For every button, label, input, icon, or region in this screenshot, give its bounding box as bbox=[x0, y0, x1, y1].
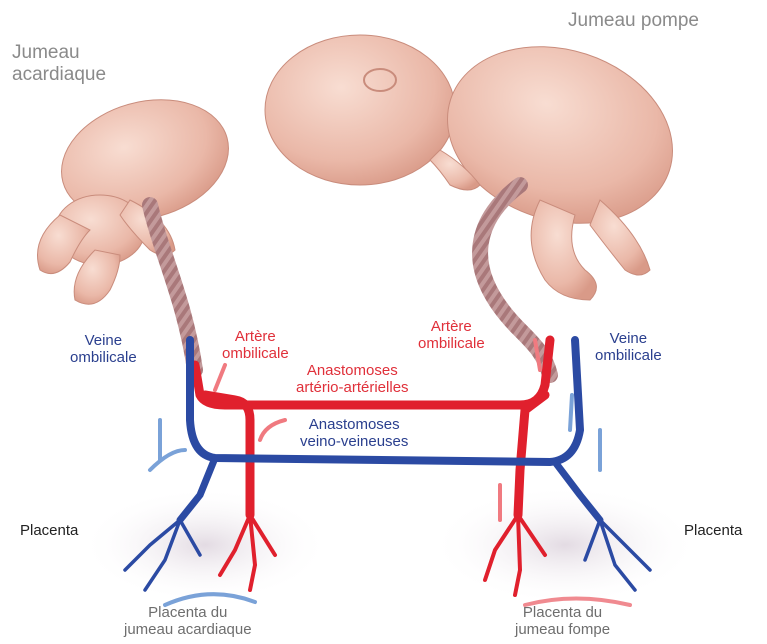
left-umbilical-vein-label: Veine ombilicale bbox=[70, 332, 137, 367]
right-umbilical-artery-label: Artère ombilicale bbox=[418, 318, 485, 353]
pump-placenta-caption-line2: jumeau fompe bbox=[515, 621, 610, 638]
acardiac-twin-label-line2: acardiaque bbox=[12, 64, 106, 86]
acardiac-twin-fetus bbox=[38, 82, 243, 304]
arterio-arterial-anastomoses-label-line2: artério-artérielles bbox=[296, 379, 409, 396]
left-umbilical-artery-label: Artère ombilicale bbox=[222, 328, 289, 363]
acardiac-twin-label: Jumeau acardiaque bbox=[12, 42, 106, 86]
acardiac-placenta-caption: Placenta du jumeau acardiaque bbox=[124, 604, 252, 639]
pump-placenta-caption: Placenta du jumeau fompe bbox=[515, 604, 610, 639]
veno-venous-anastomoses-label-line1: Anastomoses bbox=[300, 416, 408, 433]
right-umbilical-vein-label: Veine ombilicale bbox=[595, 330, 662, 365]
right-umbilical-vein-label-line2: ombilicale bbox=[595, 347, 662, 364]
right-placenta-label: Placenta bbox=[684, 522, 742, 539]
arterio-arterial-anastomoses-label: Anastomoses artério-artérielles bbox=[296, 362, 409, 397]
pump-twin-label: Jumeau pompe bbox=[568, 10, 699, 32]
arterio-arterial-anastomoses-label-line1: Anastomoses bbox=[296, 362, 409, 379]
right-umbilical-artery-label-line1: Artère bbox=[418, 318, 485, 335]
veno-venous-anastomoses-label-line2: veino-veineuses bbox=[300, 433, 408, 450]
left-umbilical-artery-label-line1: Artère bbox=[222, 328, 289, 345]
right-umbilical-artery-label-line2: ombilicale bbox=[418, 335, 485, 352]
right-placenta bbox=[430, 485, 700, 605]
left-umbilical-vein-label-line2: ombilicale bbox=[70, 349, 137, 366]
acardiac-placenta-caption-line2: jumeau acardiaque bbox=[124, 621, 252, 638]
left-placenta-label: Placenta bbox=[20, 522, 78, 539]
acardiac-placenta-caption-line1: Placenta du bbox=[124, 604, 252, 621]
pump-placenta-caption-line1: Placenta du bbox=[515, 604, 610, 621]
veno-venous-anastomoses-label: Anastomoses veino-veineuses bbox=[300, 416, 408, 451]
left-placenta bbox=[80, 487, 330, 603]
left-umbilical-vein-label-line1: Veine bbox=[70, 332, 137, 349]
right-umbilical-vein-label-line1: Veine bbox=[595, 330, 662, 347]
acardiac-twin-label-line1: Jumeau bbox=[12, 42, 106, 64]
left-umbilical-artery-label-line2: ombilicale bbox=[222, 345, 289, 362]
